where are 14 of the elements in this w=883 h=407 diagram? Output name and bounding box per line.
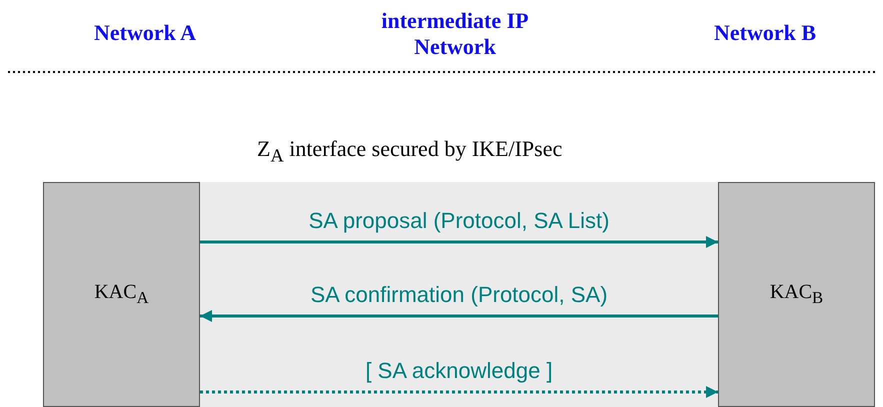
network-label: Network A	[92, 20, 198, 46]
entity-box	[718, 182, 875, 407]
arrow	[200, 386, 718, 398]
arrow	[200, 236, 718, 248]
arrow	[200, 310, 718, 322]
network-label: Network B	[712, 20, 818, 46]
edge-label: SA confirmation (Protocol, SA)	[310, 282, 608, 308]
interface-title: Z$_{A}$ interface secured by IKE/IPsec	[257, 136, 562, 166]
edge-label: SA proposal (Protocol, SA List)	[308, 208, 610, 234]
entity-label: KAC$_{B}$	[770, 281, 824, 308]
network-label: intermediate IP Network	[380, 8, 530, 60]
edge-label: [ SA acknowledge ]	[365, 358, 553, 384]
entity-box	[43, 182, 200, 407]
entity-label: KAC$_{A}$	[94, 281, 149, 308]
